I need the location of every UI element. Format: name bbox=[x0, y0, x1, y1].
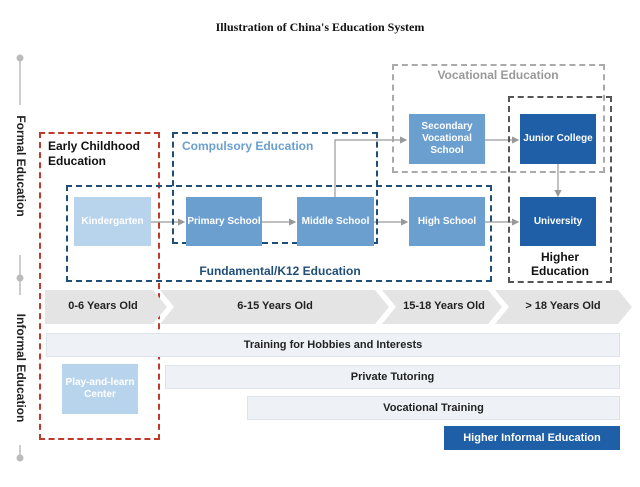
compulsory-frame bbox=[172, 132, 378, 244]
early-childhood-label: Early Childhood Education bbox=[48, 139, 141, 168]
age-chevron-15-18 bbox=[382, 290, 502, 324]
age-label-18-plus: > 18 Years Old bbox=[525, 300, 601, 312]
higher-education-label: Higher Education bbox=[530, 250, 589, 278]
timeline-dot-middle bbox=[16, 274, 24, 282]
timeline-dot-bottom bbox=[16, 454, 24, 462]
vocational-frame bbox=[392, 64, 605, 173]
diagram-title: Illustration of China's Education System bbox=[215, 20, 425, 34]
age-label-6-15: 6-15 Years Old bbox=[237, 300, 313, 312]
secondary-vocational-box: Secondary Vocational School bbox=[409, 114, 485, 164]
age-label-15-18: 15-18 Years Old bbox=[403, 300, 485, 312]
early-childhood-frame bbox=[39, 132, 160, 440]
vocational-label: Vocational Education bbox=[437, 68, 559, 82]
compulsory-label: Compulsory Education bbox=[182, 139, 314, 153]
fundamental-frame bbox=[66, 185, 492, 282]
timeline-dot-top bbox=[16, 54, 24, 62]
fundamental-label: Fundamental/K12 Education bbox=[199, 264, 361, 278]
higher-education-frame bbox=[508, 96, 612, 283]
primary-school-box: Primary School bbox=[186, 197, 262, 246]
private-tutoring-band: Private Tutoring bbox=[165, 365, 620, 389]
vocational-training-band: Vocational Training bbox=[247, 396, 620, 420]
middle-school-box: Middle School bbox=[297, 197, 374, 246]
age-chevron-18-plus bbox=[495, 290, 632, 324]
junior-college-box: Junior College bbox=[520, 114, 596, 164]
high-school-box: High School bbox=[409, 197, 485, 246]
age-label-0-6: 0-6 Years Old bbox=[68, 300, 138, 312]
higher-informal-band: Higher Informal Education bbox=[444, 426, 620, 450]
hobbies-training-band: Training for Hobbies and Interests bbox=[46, 333, 620, 357]
kindergarten-box: Kindergarten bbox=[74, 197, 151, 246]
arrow-middle-vocational bbox=[334, 136, 408, 198]
play-and-learn-box: Play-and-learn Center bbox=[62, 364, 138, 414]
age-chevron-0-6 bbox=[45, 290, 167, 324]
age-chevron-6-15 bbox=[160, 290, 389, 324]
university-box: University bbox=[520, 197, 596, 246]
